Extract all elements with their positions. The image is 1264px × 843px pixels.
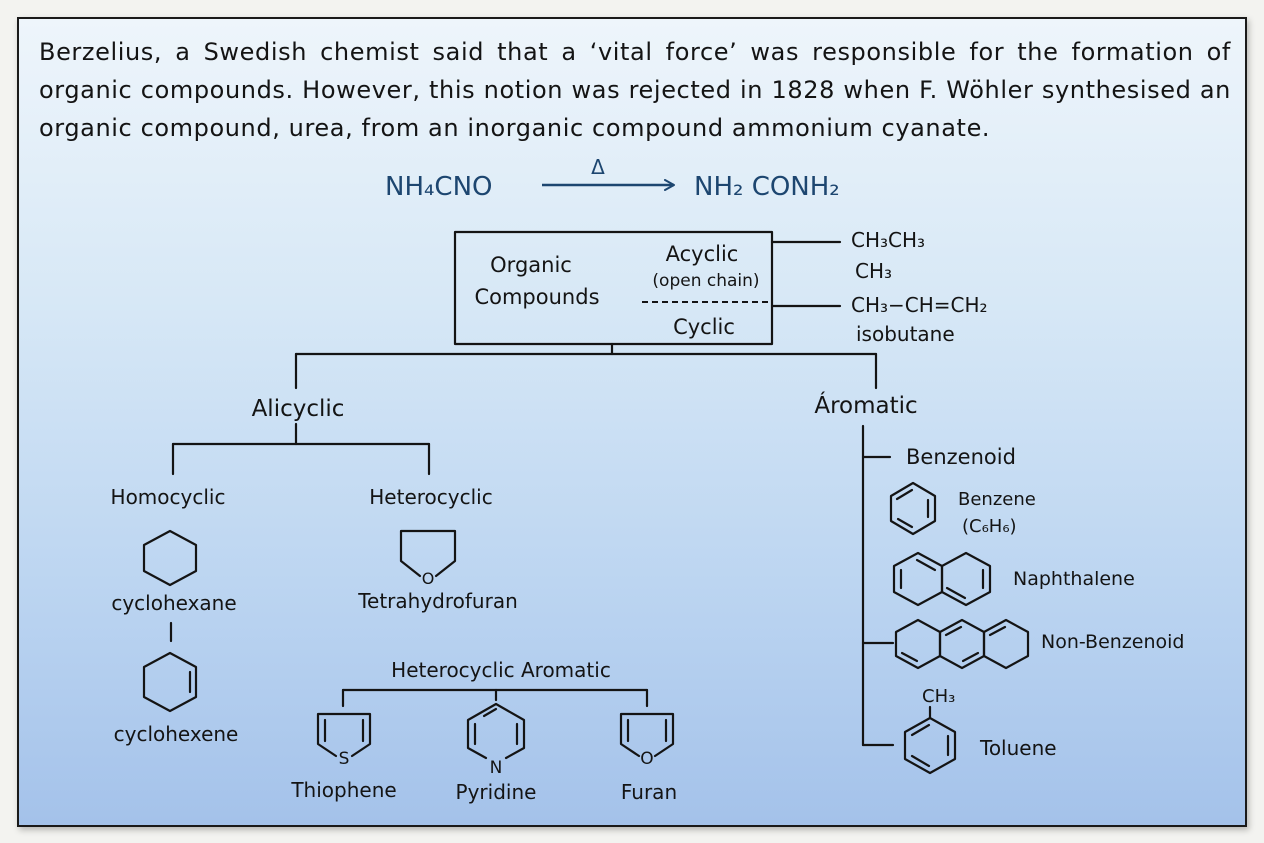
naphthalene-structure	[892, 551, 992, 607]
intro-paragraph: Berzelius, a Swedish chemist said that a…	[39, 38, 1231, 142]
heat-symbol: Δ	[591, 155, 605, 179]
benzene-label: Benzene	[958, 489, 1036, 510]
non-benzenoid-label: Non-Benzenoid	[1041, 631, 1185, 653]
thiophene-label: Thiophene	[290, 778, 396, 802]
acyclic-example-methyl: CH₃	[855, 259, 892, 283]
aromatic-label: Áromatic	[814, 391, 917, 419]
tetrahydrofuran-structure	[399, 529, 457, 578]
furan-ring-oxygen: O	[640, 749, 653, 769]
cyclohexane-structure	[142, 529, 198, 587]
alicyclic-label: Alicyclic	[252, 396, 345, 422]
organic-compounds-box	[453, 230, 774, 346]
toluene-structure	[903, 705, 957, 775]
cyclohexene-structure	[142, 651, 198, 713]
thiophene-ring-sulfur: S	[339, 749, 350, 769]
acyclic-example-isobutane: isobutane	[856, 322, 955, 346]
benzene-structure	[889, 481, 937, 536]
acyclic-example-ethane: CH₃CH₃	[851, 228, 925, 252]
pyridine-structure	[466, 702, 526, 760]
cyclohexene-label: cyclohexene	[114, 722, 239, 746]
diagram-card: Berzelius, a Swedish chemist said that a…	[17, 17, 1247, 827]
homocyclic-label: Homocyclic	[111, 485, 226, 509]
reactant-formula: NH₄CNO	[385, 172, 493, 202]
pyridine-label: Pyridine	[456, 780, 537, 804]
root-label-line2: Compounds	[474, 285, 599, 309]
acyclic-label: Acyclic	[666, 242, 739, 266]
toluene-label: Toluene	[979, 736, 1057, 760]
thiophene-structure	[316, 712, 372, 758]
furan-structure	[619, 712, 675, 758]
product-formula: NH₂ CONH₂	[694, 172, 840, 202]
cyclic-label: Cyclic	[673, 315, 735, 339]
heterocyclic-aromatic-label: Heterocyclic Aromatic	[391, 658, 611, 682]
pyridine-ring-nitrogen: N	[490, 758, 503, 778]
benzene-formula: (C₆H₆)	[962, 516, 1017, 537]
acyclic-subtitle: (open chain)	[652, 271, 759, 291]
naphthalene-label: Naphthalene	[1013, 568, 1135, 590]
tetrahydrofuran-label: Tetrahydrofuran	[357, 589, 518, 613]
root-label-line1: Organic	[490, 253, 572, 277]
furan-label: Furan	[621, 780, 677, 804]
benzenoid-label: Benzenoid	[906, 445, 1016, 469]
acyclic-example-propene: CH₃−CH=CH₂	[851, 293, 988, 317]
heterocyclic-label: Heterocyclic	[369, 485, 492, 509]
non-benzenoid-structure	[894, 618, 1030, 670]
cyclohexane-label: cyclohexane	[111, 591, 236, 615]
toluene-methyl-group: CH₃	[922, 686, 955, 707]
thf-ring-oxygen: O	[422, 569, 435, 588]
